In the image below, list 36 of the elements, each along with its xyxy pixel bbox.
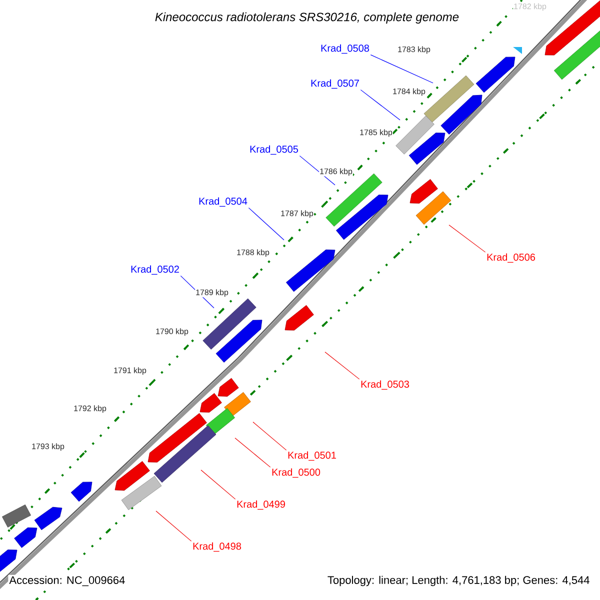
position-label: 1783 kbp [397,46,431,54]
position-label: 1786 kbp [319,168,353,176]
gene-label: Krad_0498 [193,542,242,552]
leader-line [370,54,434,84]
position-label: 1788 kbp [236,248,270,258]
leader-line [200,470,236,500]
leader-line [252,422,287,450]
leader-line [299,156,336,186]
position-label: 1790 kbp [155,328,189,336]
gene-label: Krad_0505 [250,145,298,155]
leader-line [360,90,400,120]
leader-line [324,352,360,380]
gene-label: Krad_0508 [321,44,370,54]
leader-line [248,208,284,240]
accession-text: Accession: NC_009664 [8,574,126,588]
gene-label: Krad_0501 [288,451,336,461]
leader-line [156,510,192,542]
position-label: 1785 kbp [359,128,393,138]
gene-label: Krad_0507 [311,79,359,89]
position-label: 1789 kbp [195,288,229,298]
position-label: 1791 kbp [113,366,147,376]
position-label: 1782 kbp [513,2,547,12]
leader-line [234,438,271,468]
gene-label: Krad_0499 [237,500,285,510]
gene-label: Krad_0506 [487,253,536,263]
gene-label: Krad_0502 [131,265,179,275]
position-label: 1792 kbp [73,404,107,414]
gene-label: Krad_0503 [361,380,410,390]
title: Kineococcus radiotolerans SRS30216, complete genome [155,12,459,24]
gene-label: Krad_0504 [199,197,248,207]
leader-line [448,224,486,252]
position-label: 1787 kbp [280,210,314,218]
position-label: 1793 kbp [31,442,65,452]
position-label: 1784 kbp [392,88,426,96]
gene-label: Krad_0500 [272,468,320,478]
genome-summary: Topology: linear; Length: 4,761,183 bp; Genes: 4,544 [326,574,591,588]
